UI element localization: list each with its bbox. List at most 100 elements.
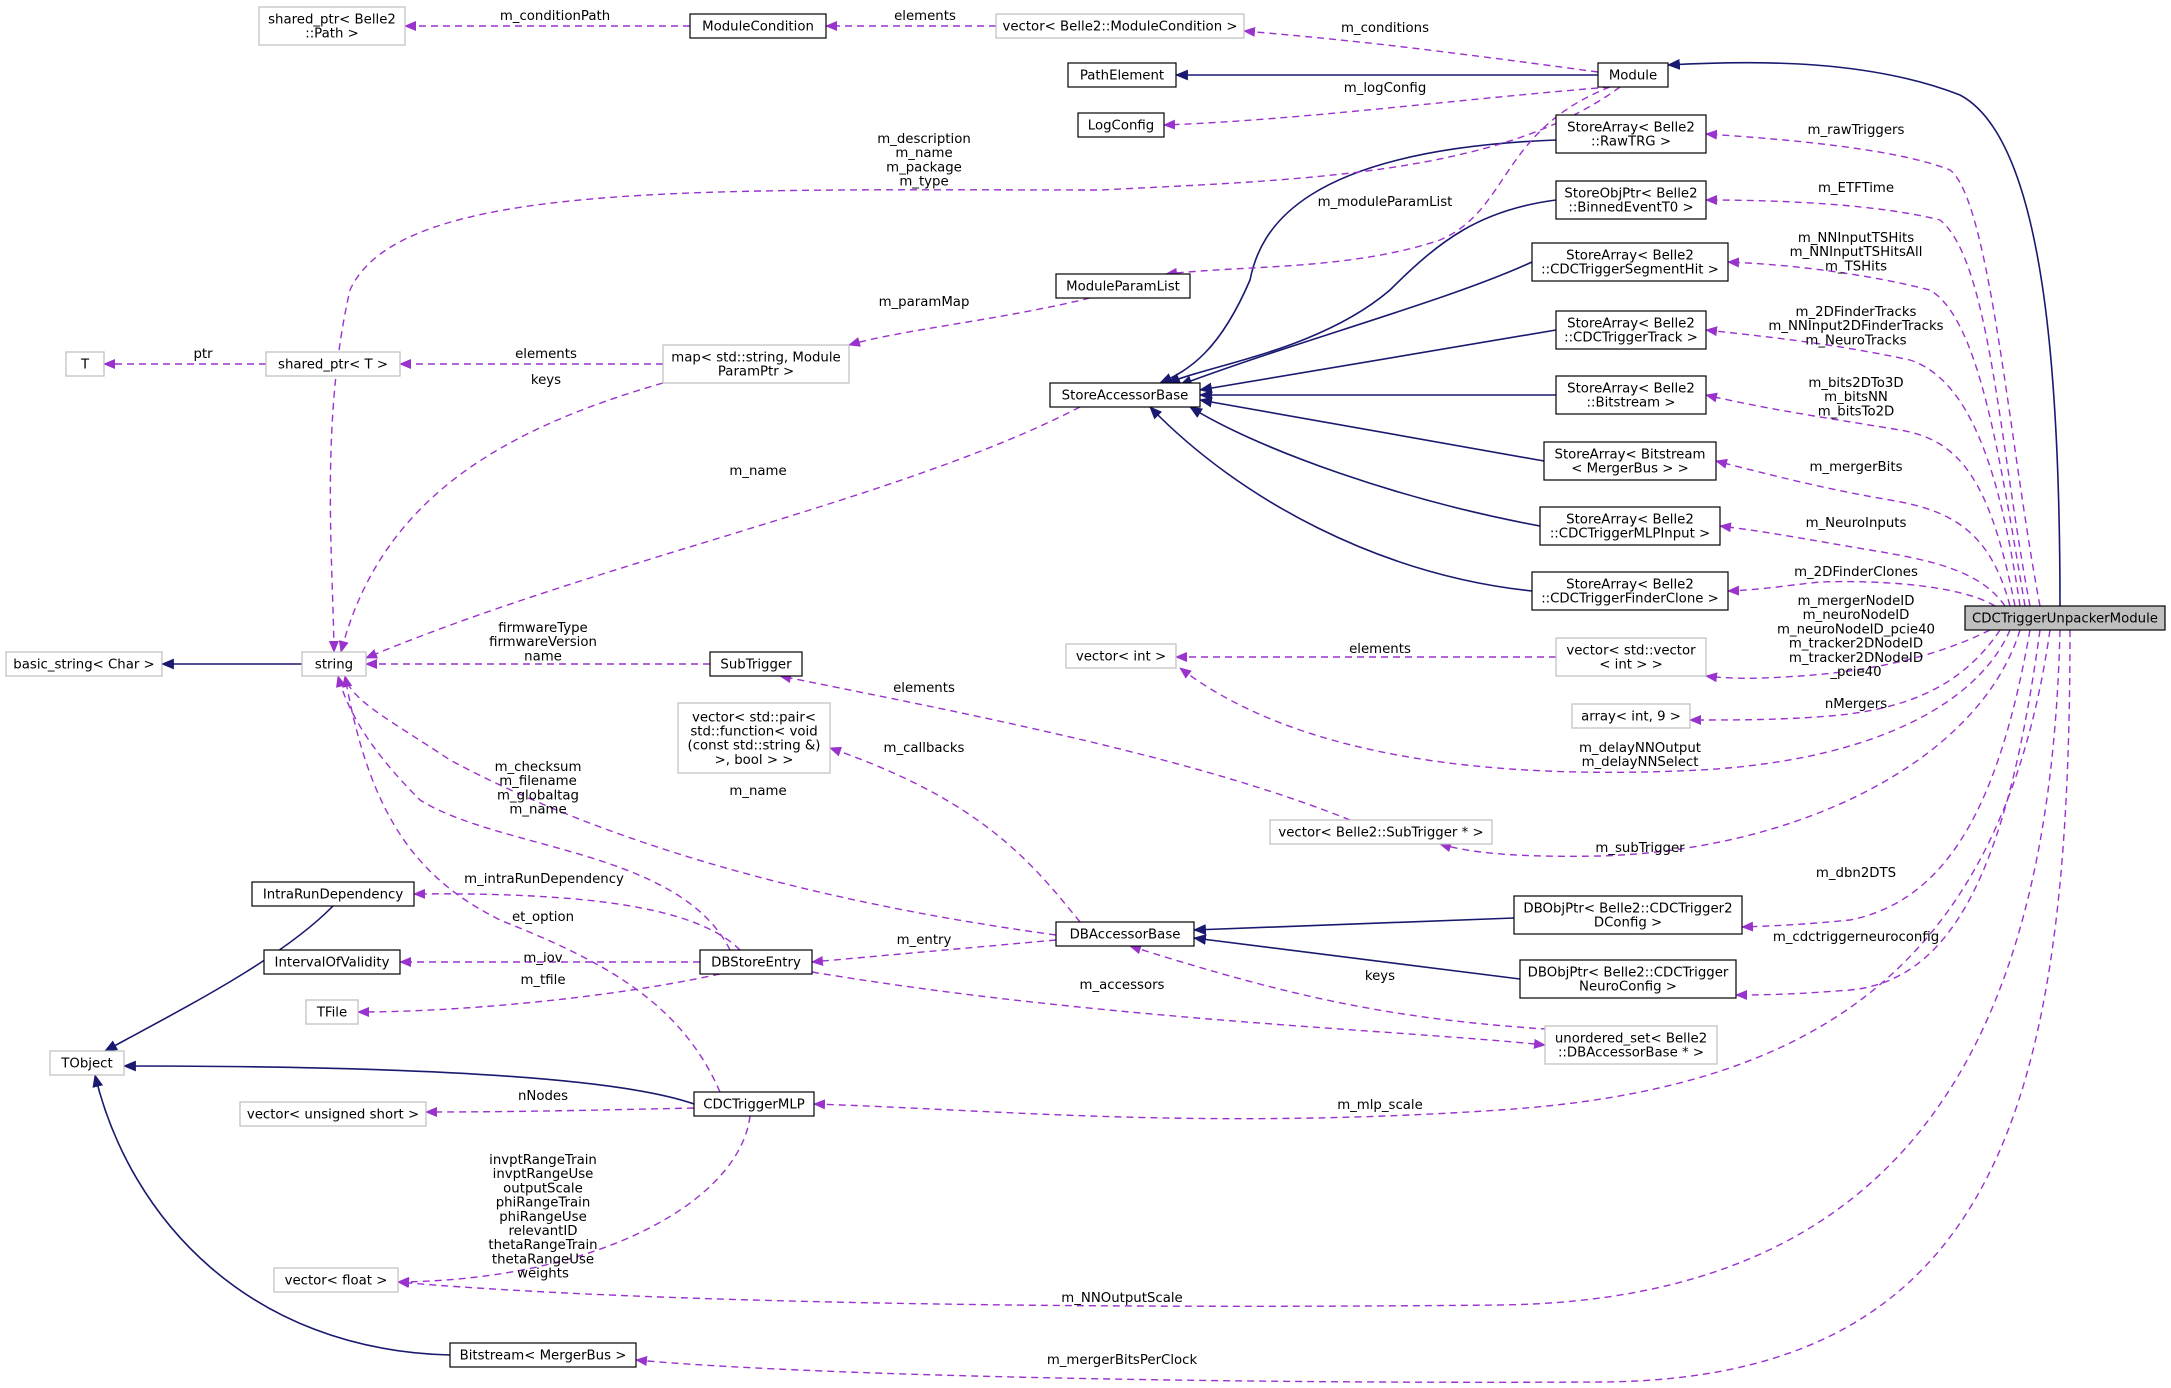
class-node-unordered-set[interactable]: unordered_set< Belle2::DBAccessorBase * …: [1544, 1025, 1718, 1065]
edge-label-text: m_paramMap: [879, 295, 970, 310]
class-node-vec-pair-func[interactable]: vector< std::pair<std::function< void(co…: [677, 702, 831, 774]
class-node-bitstream-merger-bus[interactable]: Bitstream< MergerBus >: [449, 1342, 637, 1368]
class-node-vec-vec-int[interactable]: vector< std::vector< int > >: [1555, 637, 1707, 677]
edge-label-text: m_bitsNN: [1824, 390, 1888, 405]
class-name-text: vector< Belle2::ModuleCondition >: [1002, 20, 1237, 35]
class-name-text: DBObjPtr< Belle2::CDCTrigger: [1528, 966, 1729, 981]
edge-label-text: m_tracker2DNodeID: [1789, 651, 1923, 666]
class-box: [1555, 310, 1707, 350]
class-node-store-array-mlpinput[interactable]: StoreArray< Belle2::CDCTriggerMLPInput >: [1539, 506, 1721, 546]
edge-label-text: m_mergerNodeID: [1798, 594, 1915, 609]
class-node-db-obj-ptr-neuro[interactable]: DBObjPtr< Belle2::CDCTriggerNeuroConfig …: [1519, 959, 1737, 999]
edge-label-elements-vec: elements: [1349, 642, 1411, 657]
class-node-store-array-segment-hit[interactable]: StoreArray< Belle2::CDCTriggerSegmentHit…: [1531, 242, 1729, 282]
class-node-vec-float[interactable]: vector< float >: [273, 1267, 399, 1293]
class-node-t-file[interactable]: TFile: [305, 999, 359, 1025]
class-node-db-accessor-base[interactable]: DBAccessorBase: [1055, 921, 1195, 947]
class-name-text: StoreObjPtr< Belle2: [1564, 187, 1697, 202]
class-node-store-array-bitstream[interactable]: StoreArray< Belle2::Bitstream >: [1555, 375, 1707, 415]
edge-label-text: keys: [1365, 969, 1395, 984]
edge-label-text: m_accessors: [1080, 978, 1165, 993]
class-node-store-accessor-base[interactable]: StoreAccessorBase: [1049, 382, 1201, 408]
class-name-text: vector< std::pair<: [692, 710, 816, 725]
class-node-shared-path-ptr[interactable]: shared_ptr< Belle2::Path >: [258, 6, 406, 46]
edge-label-text: m_moduleParamList: [1318, 195, 1453, 210]
usage-edge-focus-to-store-obj-ptr-binned: [1705, 195, 2031, 607]
edge-label-text: m_tracker2DNodeID: [1789, 637, 1923, 652]
class-node-store-array-finder-clone[interactable]: StoreArray< Belle2::CDCTriggerFinderClon…: [1531, 571, 1729, 611]
inheritance-edge-focus-to-module: [1666, 58, 2061, 607]
edge-label-text: thetaRangeTrain: [488, 1238, 597, 1253]
class-box: [699, 949, 813, 975]
edge-label-m-name-db: m_name: [729, 784, 786, 799]
class-node-store-array-raw-trg[interactable]: StoreArray< Belle2::RawTRG >: [1555, 114, 1707, 154]
class-node-module-condition[interactable]: ModuleCondition: [689, 13, 827, 39]
class-node-module-param-list[interactable]: ModuleParamList: [1055, 273, 1191, 299]
class-box: [449, 1342, 637, 1368]
edge-label-text: invptRangeUse: [493, 1167, 594, 1182]
class-name-text: StoreArray< Belle2: [1566, 513, 1694, 528]
edge-label-text: m_checksum: [495, 760, 582, 775]
usage-edge-focus-to-store-array-finder-clone: [1727, 580, 1996, 607]
class-node-string[interactable]: string: [301, 651, 367, 677]
usage-edge-store-accessor-base-to-string: [365, 406, 1081, 659]
edge-label-text: m_mergerBits: [1809, 460, 1902, 475]
class-node-vec-int[interactable]: vector< int >: [1065, 643, 1177, 669]
class-node-vec-ushort[interactable]: vector< unsigned short >: [239, 1101, 427, 1127]
usage-edge-focus-to-store-array-raw-trg: [1705, 129, 2041, 607]
class-name-text: unordered_set< Belle2: [1555, 1032, 1707, 1047]
class-node-path-element[interactable]: PathElement: [1067, 62, 1177, 88]
edge-label-text: m_name: [729, 784, 786, 799]
edge-label-text: m_tfile: [520, 973, 565, 988]
class-node-shared-ptr-t[interactable]: shared_ptr< T >: [265, 351, 401, 377]
class-name-text: LogConfig: [1088, 119, 1154, 134]
class-node-log-config[interactable]: LogConfig: [1077, 112, 1165, 138]
class-node-store-array-merger-bus[interactable]: StoreArray< Bitstream< MergerBus > >: [1543, 441, 1717, 481]
class-node-basic-string[interactable]: basic_string< Char >: [5, 651, 163, 677]
usage-edge-focus-to-bitstream-merger-bus: [635, 629, 2071, 1383]
class-name-text: ::DBAccessorBase * >: [1558, 1046, 1704, 1061]
class-node-store-array-track[interactable]: StoreArray< Belle2::CDCTriggerTrack >: [1555, 310, 1707, 350]
class-node-db-store-entry[interactable]: DBStoreEntry: [699, 949, 813, 975]
class-node-module[interactable]: Module: [1597, 62, 1669, 88]
class-name-text: ModuleParamList: [1066, 280, 1180, 295]
edge-label-m-sub-trigger: m_subTrigger: [1595, 841, 1685, 856]
edge-label-text: m_cdctriggerneuroconfig: [1773, 930, 1939, 945]
edge-label-text: m_dbn2DTS: [1816, 866, 1896, 881]
class-node-cdc-trigger-mlp[interactable]: CDCTriggerMLP: [693, 1091, 815, 1117]
class-box: [1571, 703, 1691, 729]
usage-edge-focus-to-vec-float: [397, 629, 2061, 1307]
edge-label-m-iov: m_iov: [523, 951, 562, 966]
class-box: [1555, 637, 1707, 677]
edge-label-text: et_option: [512, 910, 574, 925]
usage-edge-focus-to-store-array-segment-hit: [1727, 257, 2026, 607]
class-node-interval-of-validity[interactable]: IntervalOfValidity: [263, 949, 401, 975]
edge-label-text: m_NNInputTSHits: [1798, 231, 1914, 246]
edge-label-text: m_ETFTime: [1818, 181, 1894, 196]
class-node-store-obj-ptr-binned[interactable]: StoreObjPtr< Belle2::BinnedEventT0 >: [1555, 180, 1707, 220]
class-node-array-int9[interactable]: array< int, 9 >: [1571, 703, 1691, 729]
edge-label-m-dbn2-dts: m_dbn2DTS: [1816, 866, 1896, 881]
usage-edge-focus-to-array-int9: [1689, 629, 2001, 725]
class-name-text: vector< Belle2::SubTrigger * >: [1278, 826, 1483, 841]
edge-label-m-accessors: m_accessors: [1080, 978, 1165, 993]
class-name-text: SubTrigger: [720, 658, 792, 673]
class-node-vec-sub-trigger-ptr[interactable]: vector< Belle2::SubTrigger * >: [1269, 819, 1493, 845]
class-node-t-object[interactable]: TObject: [49, 1050, 125, 1076]
edge-label-text: nNodes: [518, 1089, 568, 1104]
class-name-text: StoreArray< Belle2: [1566, 578, 1694, 593]
edge-label-m-merger-bits: m_mergerBits: [1809, 460, 1902, 475]
class-node-focus[interactable]: CDCTriggerUnpackerModule: [1964, 605, 2166, 631]
usage-edge-module-param-list-to-map-module-param: [848, 297, 1091, 347]
class-node-sub-trigger[interactable]: SubTrigger: [709, 651, 803, 677]
class-node-intra-run-dependency[interactable]: IntraRunDependency: [251, 881, 415, 907]
edge-label-keys-map: keys: [531, 373, 561, 388]
class-node-t[interactable]: T: [65, 351, 105, 377]
inheritance-edge-store-array-mlpinput-to-store-accessor-base: [1189, 406, 1541, 527]
class-node-vec-module-condition[interactable]: vector< Belle2::ModuleCondition >: [995, 13, 1245, 39]
edge-label-text: m_package: [886, 160, 962, 175]
